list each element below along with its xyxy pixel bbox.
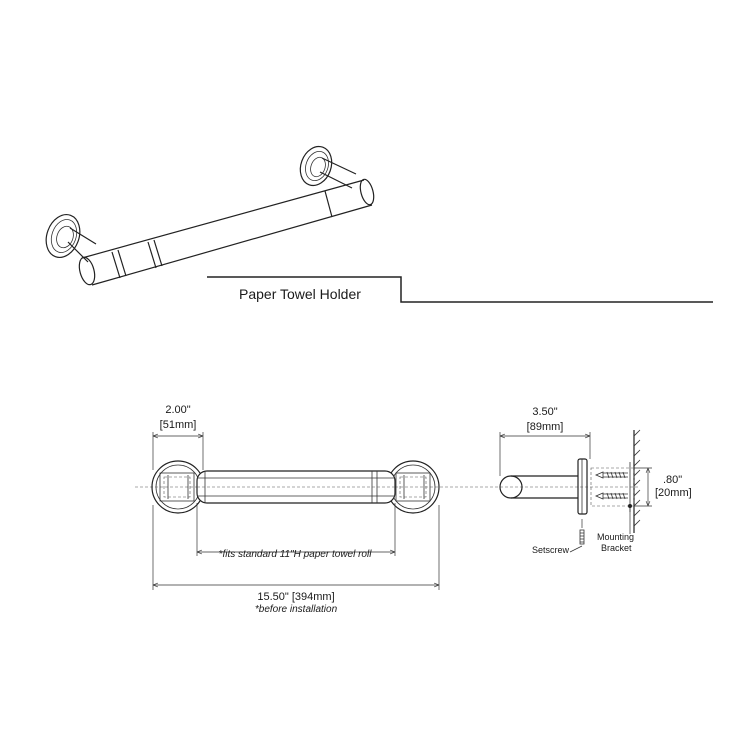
flange-width-dimension <box>152 432 204 470</box>
mounting-bracket-outline <box>590 467 635 507</box>
overall-length-dimension <box>152 505 440 590</box>
wall-hatch <box>633 429 641 533</box>
bracket-height-mm: [20mm] <box>655 487 692 499</box>
title-stepped-rule <box>207 276 713 303</box>
roll-fit-note: *fits standard 11"H paper towel roll <box>219 549 373 560</box>
drawing-title: Paper Towel Holder <box>239 286 361 302</box>
mounting-bracket-callout <box>628 504 632 534</box>
mounting-bracket-label-line2: Bracket <box>601 543 632 553</box>
isometric-left-flange <box>45 214 81 258</box>
projection-mm: [89mm] <box>527 421 564 433</box>
isometric-bar <box>78 178 375 286</box>
isometric-bar-joint-right <box>324 190 333 218</box>
isometric-right-flange <box>299 145 333 187</box>
front-bar <box>196 470 396 504</box>
side-flange <box>577 458 588 515</box>
flange-width-inches: 2.00" <box>165 404 190 416</box>
bracket-height-inches: .80" <box>663 474 682 486</box>
isometric-bar-joint-mid <box>147 239 163 269</box>
overall-length-label: 15.50" [394mm] <box>257 591 334 603</box>
front-view: 2.00" [51mm] *fits standard 11"H paper t… <box>135 404 640 615</box>
roll-width-dimension <box>196 503 396 556</box>
mounting-bracket-label-line1: Mounting <box>597 532 634 542</box>
side-post <box>511 475 578 499</box>
side-view: 3.50" [89mm] .80" [20mm] Setscrew Mounti… <box>499 406 692 555</box>
overall-length-note: *before installation <box>255 604 338 615</box>
setscrew-label: Setscrew <box>532 545 570 555</box>
setscrew-callout <box>569 519 585 553</box>
isometric-bar-joint-left <box>111 249 127 279</box>
flange-width-mm: [51mm] <box>160 419 197 431</box>
isometric-product-illustration <box>45 145 375 286</box>
bracket-height-dimension <box>634 467 652 507</box>
projection-inches: 3.50" <box>532 406 557 418</box>
wall-screws <box>594 471 628 500</box>
isometric-left-post <box>67 227 97 263</box>
front-left-flange <box>151 460 205 514</box>
projection-dimension <box>499 432 591 476</box>
